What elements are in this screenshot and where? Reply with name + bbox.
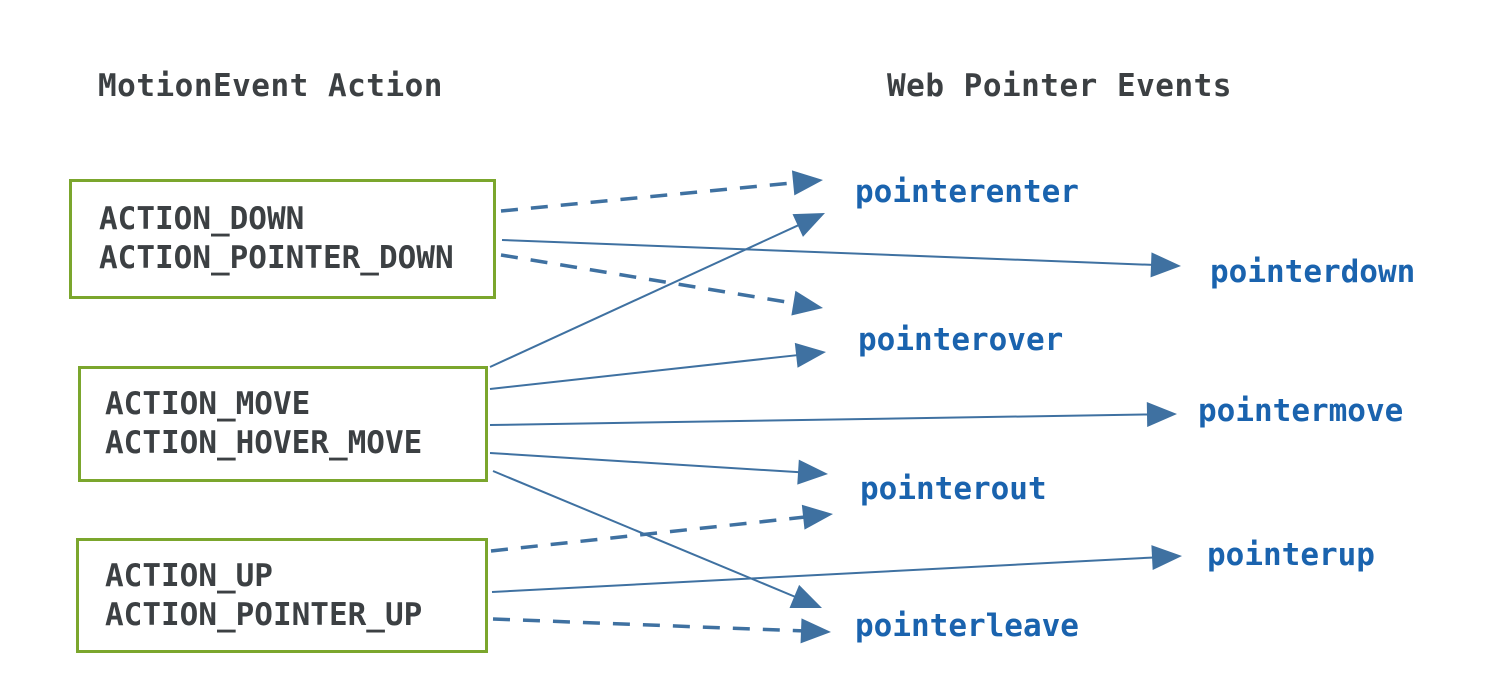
box-action-up-line-1: ACTION_UP bbox=[105, 557, 273, 594]
arrow-action-down-to-pointerdown bbox=[501, 239, 1181, 278]
event-label-pointermove: pointermove bbox=[1198, 393, 1404, 429]
arrow-action-move-to-pointerenter bbox=[489, 213, 825, 368]
arrow-action-move-to-pointerleave bbox=[492, 470, 822, 609]
event-label-pointerenter: pointerenter bbox=[855, 174, 1079, 210]
arrow-action-move-to-pointermove bbox=[489, 401, 1177, 427]
event-label-pointerdown: pointerdown bbox=[1210, 254, 1416, 290]
arrow-action-up-to-pointerleave bbox=[492, 617, 831, 644]
arrow-action-move-to-pointerover bbox=[489, 342, 826, 390]
box-action-up: ACTION_UP ACTION_POINTER_UP bbox=[76, 538, 488, 653]
arrow-action-up-to-pointerup bbox=[491, 545, 1182, 593]
column-header-web-pointer-events: Web Pointer Events bbox=[887, 68, 1232, 104]
arrow-action-up-to-pointerout bbox=[490, 504, 833, 553]
event-label-pointerout: pointerout bbox=[860, 471, 1047, 507]
column-header-motionevent-action: MotionEvent Action bbox=[98, 68, 443, 104]
box-action-down-line-2: ACTION_POINTER_DOWN bbox=[99, 240, 454, 276]
event-label-pointerover: pointerover bbox=[858, 322, 1064, 358]
box-action-move-line-1: ACTION_MOVE bbox=[105, 386, 311, 422]
event-label-pointerleave: pointerleave bbox=[855, 608, 1079, 644]
box-action-up-line-2: ACTION_POINTER_UP bbox=[105, 596, 423, 633]
event-label-pointerup: pointerup bbox=[1207, 537, 1375, 573]
box-action-down: ACTION_DOWN ACTION_POINTER_DOWN bbox=[69, 179, 496, 299]
arrow-action-down-to-pointerenter bbox=[500, 170, 823, 213]
arrow-action-move-to-pointerout bbox=[489, 452, 828, 485]
box-action-down-line-1: ACTION_DOWN bbox=[99, 201, 305, 237]
arrow-action-down-to-pointerover bbox=[500, 253, 823, 316]
box-action-move: ACTION_MOVE ACTION_HOVER_MOVE bbox=[78, 366, 488, 482]
box-action-move-line-2: ACTION_HOVER_MOVE bbox=[105, 425, 423, 461]
